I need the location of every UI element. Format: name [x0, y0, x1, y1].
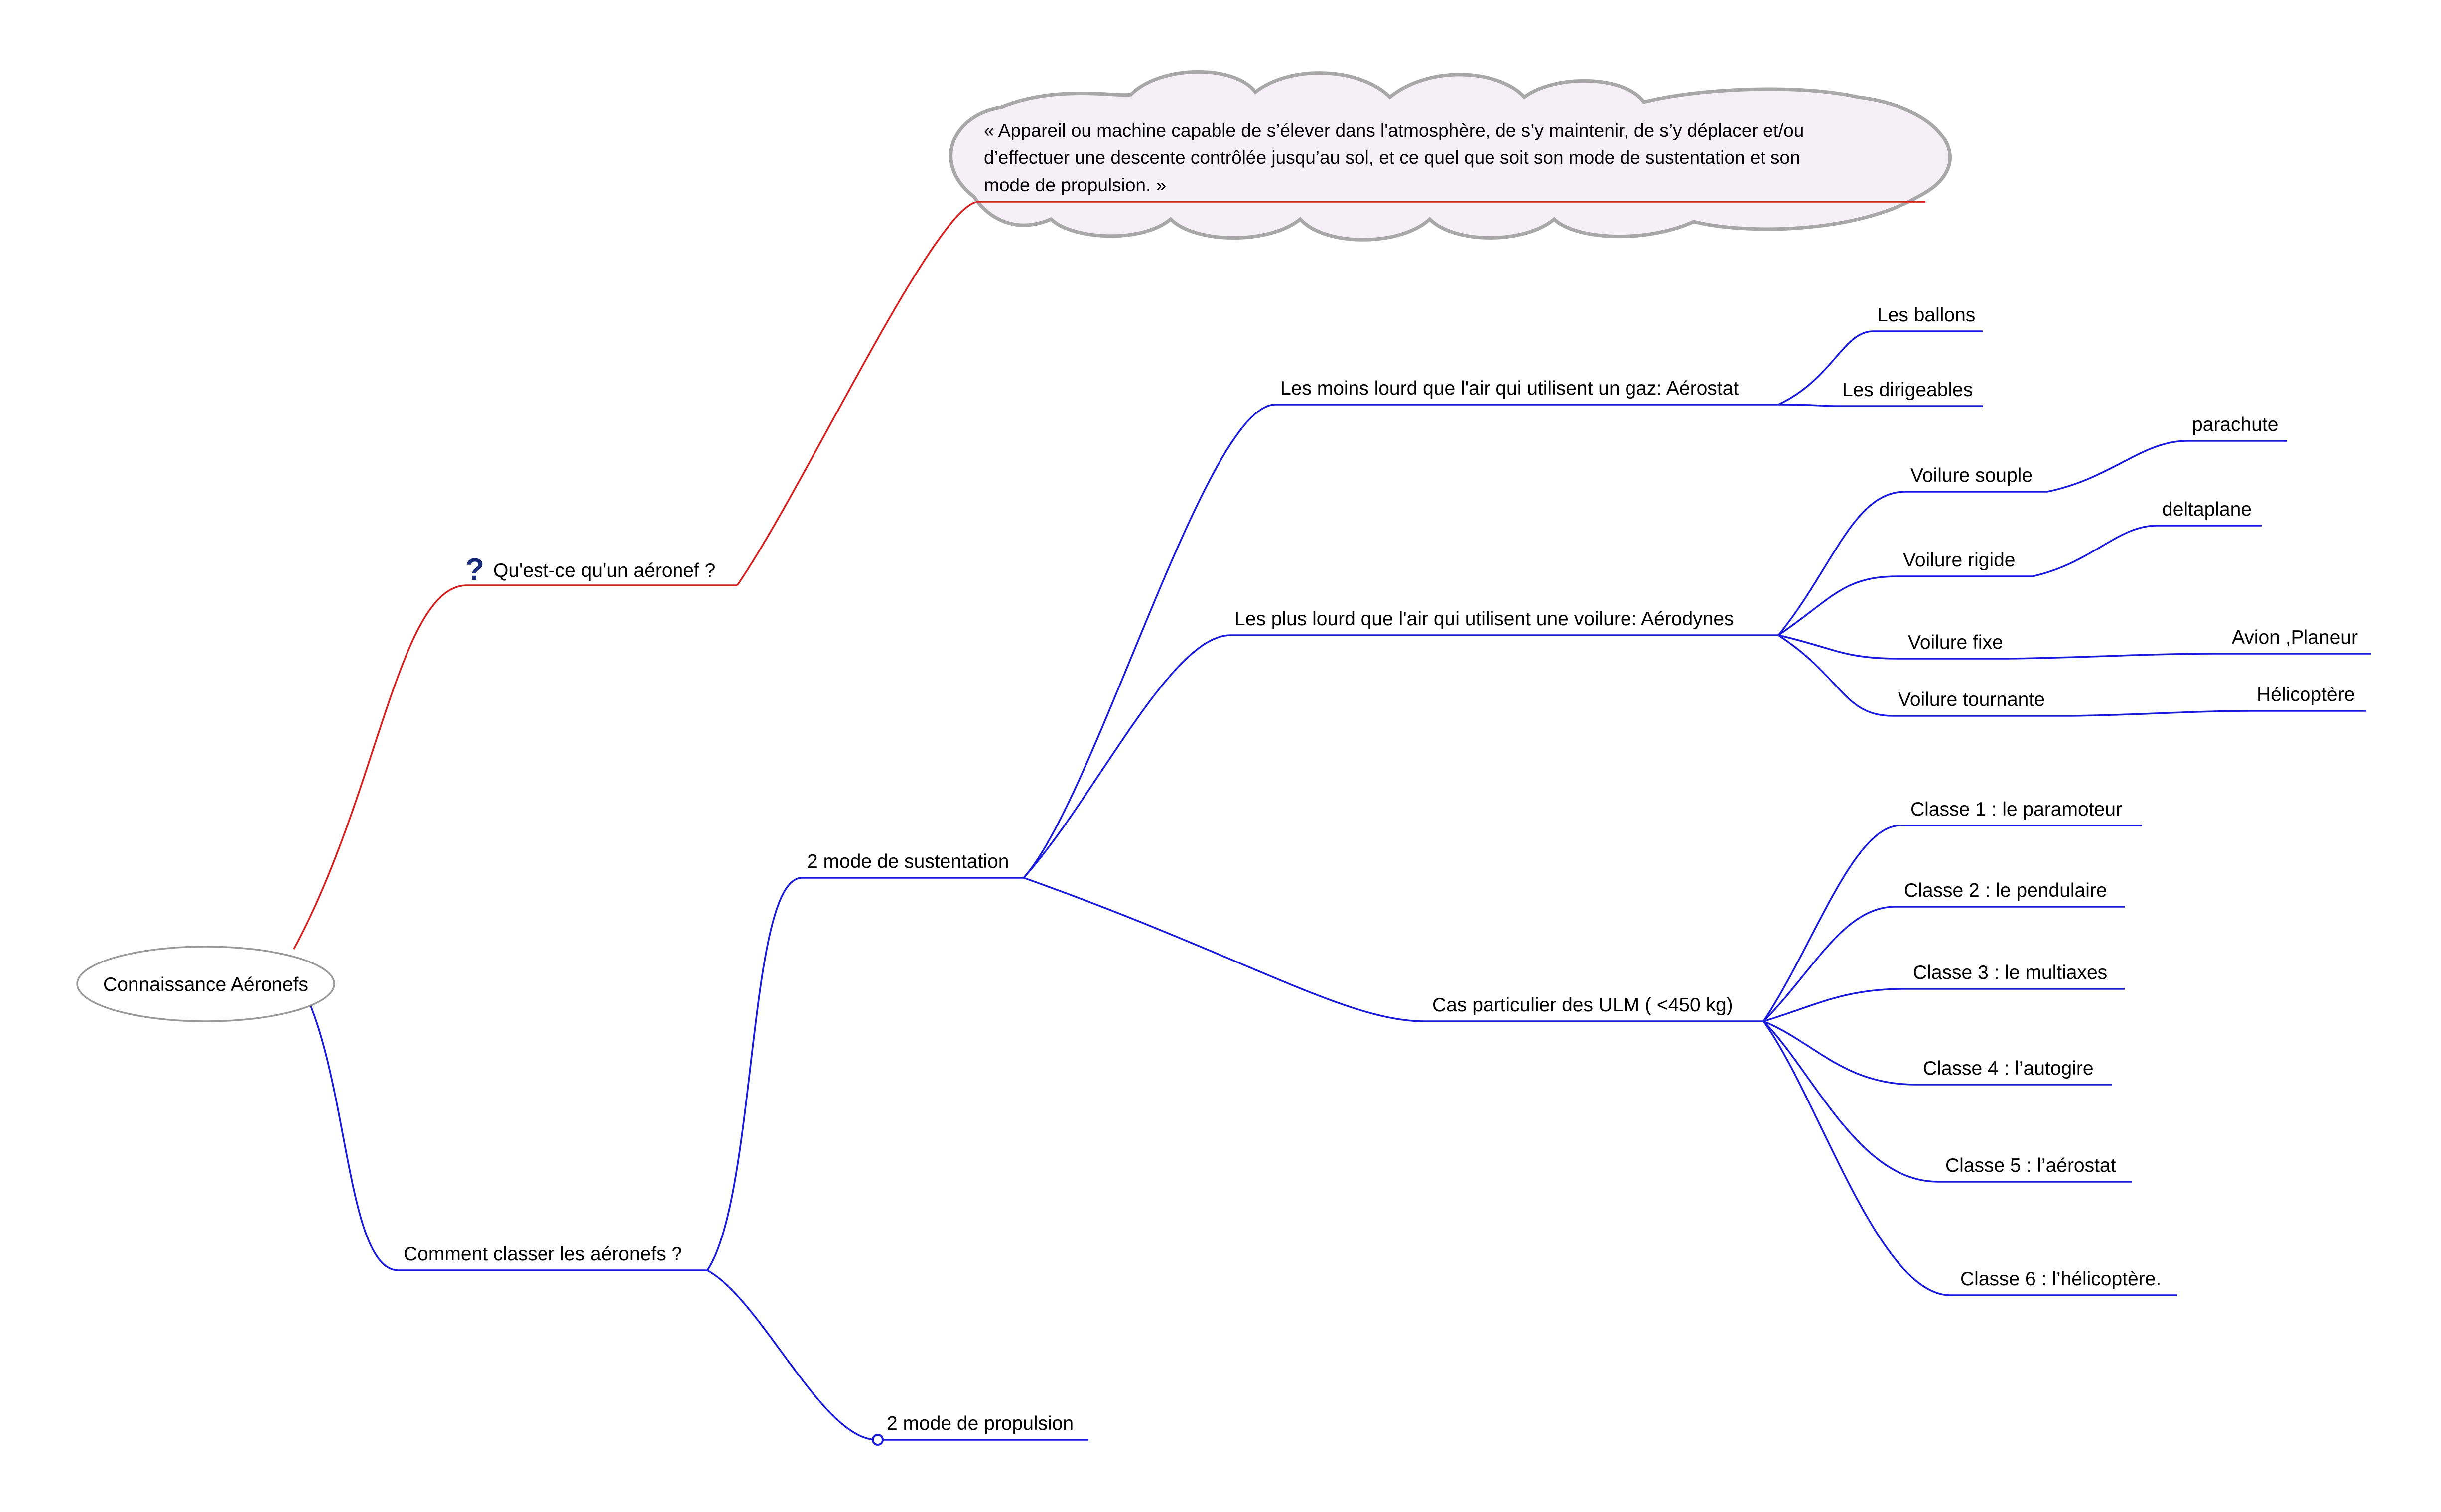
- connector-tournante-helicoptere: [2072, 710, 2252, 717]
- ballons-label[interactable]: Les ballons: [1877, 304, 1975, 326]
- aerodyne-label[interactable]: Les plus lourd que l'air qui utilisent u…: [1234, 608, 1734, 630]
- classify-label[interactable]: Comment classer les aéronefs ?: [404, 1243, 682, 1265]
- definition-line-2: d’effectuer une descente contrôlée jusqu…: [984, 147, 1800, 168]
- classe1-label[interactable]: Classe 1 : le paramoteur: [1910, 799, 2122, 820]
- connector-sustentation-aerodyne: [1023, 634, 1231, 879]
- propulsion-label[interactable]: 2 mode de propulsion: [887, 1413, 1074, 1434]
- connector-ulm-classe4: [1763, 1020, 1916, 1086]
- connector-aerodyne-souple: [1777, 491, 1906, 636]
- connector-aerostat-dirigeables: [1778, 404, 1839, 407]
- connector-aerodyne-tournante: [1778, 634, 1894, 717]
- question-label: Qu'est-ce qu'un aéronef ?: [493, 560, 715, 581]
- rigide-label[interactable]: Voilure rigide: [1903, 550, 2015, 571]
- definition-line-1: « Appareil ou machine capable de s’éleve…: [984, 120, 1804, 140]
- labels: Comment classer les aéronefs ? 2 mode de…: [404, 304, 2358, 1434]
- question-mark-icon: ?: [465, 552, 484, 587]
- root-node[interactable]: Connaissance Aéronefs: [76, 946, 335, 1022]
- connector-ulm-classe6: [1763, 1020, 1951, 1296]
- connector-classify-propulsion: [707, 1269, 877, 1441]
- deltaplane-label[interactable]: deltaplane: [2162, 499, 2252, 520]
- classe2-label[interactable]: Classe 2 : le pendulaire: [1904, 880, 2107, 901]
- sustentation-label[interactable]: 2 mode de sustentation: [807, 851, 1009, 872]
- classe3-label[interactable]: Classe 3 : le multiaxes: [1913, 962, 2107, 983]
- connector-souple-parachute: [2047, 440, 2187, 493]
- connector-rigide-deltaplane: [2032, 525, 2158, 577]
- root-ellipse: [76, 946, 335, 1022]
- connector-classify-sustentation: [706, 877, 803, 1271]
- tournante-label[interactable]: Voilure tournante: [1898, 689, 2045, 710]
- avion-label[interactable]: Avion ,Planeur: [2232, 627, 2358, 648]
- connector-ulm-classe5: [1763, 1020, 1938, 1183]
- connector-aerodyne-rigide: [1778, 575, 1899, 636]
- connector-ulm-classe1: [1763, 825, 1901, 1022]
- connector-fixe-avion: [2007, 653, 2222, 660]
- connector-ulm-classe3: [1763, 988, 1903, 1022]
- aerostat-label[interactable]: Les moins lourd que l'air qui utilisent …: [1280, 378, 1739, 399]
- root-label: Connaissance Aéronefs: [103, 974, 308, 995]
- definition-line-3: mode de propulsion. »: [984, 175, 1166, 195]
- propulsion-collapse-toggle[interactable]: [872, 1434, 884, 1446]
- connector-aerostat-ballons: [1778, 330, 1874, 406]
- helicoptere-label[interactable]: Hélicoptère: [2257, 684, 2355, 705]
- connector-question-definition: [736, 201, 979, 586]
- dirigeables-label[interactable]: Les dirigeables: [1842, 379, 1973, 401]
- connector-sustentation-ulm: [1023, 877, 1425, 1022]
- souple-label[interactable]: Voilure souple: [1910, 465, 2033, 486]
- cloud-shape: [949, 70, 1952, 242]
- connector-ulm-classe2: [1763, 906, 1896, 1022]
- question-node[interactable]: ? Qu'est-ce qu'un aéronef ?: [465, 552, 715, 587]
- classe5-label[interactable]: Classe 5 : l’aérostat: [1945, 1155, 2116, 1176]
- connector-aerodyne-fixe: [1778, 634, 1899, 660]
- connector-root-classify: [308, 1001, 399, 1271]
- connector-root-question: [293, 584, 466, 950]
- parachute-label[interactable]: parachute: [2192, 414, 2278, 435]
- connector-sustentation-aerostat: [1023, 404, 1276, 879]
- classe4-label[interactable]: Classe 4 : l’autogire: [1923, 1058, 2094, 1079]
- ulm-label[interactable]: Cas particulier des ULM ( <450 kg): [1432, 994, 1733, 1016]
- classification-branch: [308, 330, 2371, 1446]
- definition-cloud: « Appareil ou machine capable de s’éleve…: [949, 70, 1952, 242]
- classe6-label[interactable]: Classe 6 : l’hélicoptère.: [1960, 1268, 2161, 1290]
- fixe-label[interactable]: Voilure fixe: [1908, 632, 2003, 653]
